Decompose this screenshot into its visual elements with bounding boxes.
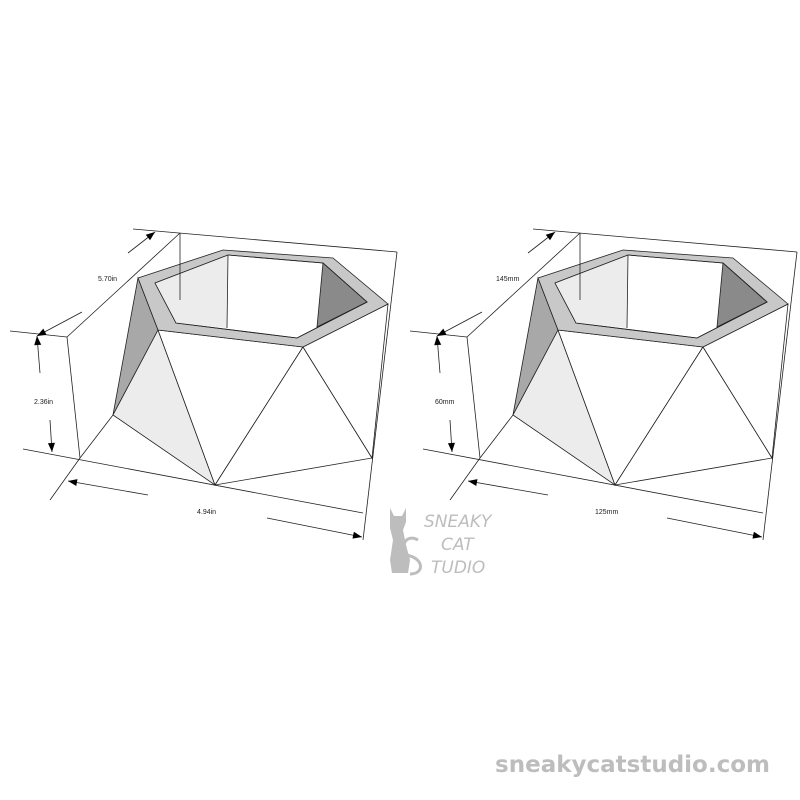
arrowhead-icon: [47, 442, 55, 452]
watermark-line-3: TUDIO: [431, 558, 485, 578]
arrowhead-icon: [37, 328, 47, 336]
watermark-logo: SNEAKY CAT TUDIO: [390, 508, 493, 578]
width-label: 125mm: [595, 509, 619, 516]
dimension-box-line: [422, 448, 764, 514]
inner-wall-left: [555, 255, 628, 328]
arrowhead-icon: [68, 479, 78, 486]
dimension-box-line: [66, 336, 81, 459]
planter-drawing-metric: 145mm 60mm 125mm: [409, 228, 798, 541]
watermark-line-1: SNEAKY: [424, 512, 493, 532]
arrowhead-icon: [434, 336, 442, 346]
dimension-box-line: [479, 414, 514, 459]
website-url[interactable]: sneakycatstudio.com: [495, 752, 770, 778]
depth-label: 5.70in: [98, 276, 117, 283]
inner-wall-left: [155, 255, 228, 328]
tail-swirl-icon: [402, 536, 422, 576]
dimension-box-line: [362, 251, 398, 541]
inner-edge: [626, 254, 629, 329]
arrowhead-icon: [145, 232, 155, 241]
width-label: 4.94in: [197, 509, 216, 516]
dimension-box-line: [466, 232, 581, 338]
arrowhead-icon: [447, 442, 455, 452]
inner-edge: [226, 254, 229, 329]
rim-inner-outline: [154, 254, 368, 339]
depth-label: 145mm: [496, 276, 520, 283]
cat-silhouette-icon: [390, 508, 410, 573]
planter-drawing-imperial: 5.70in 2.36in 4.94in: [9, 228, 398, 541]
dimension-box-line: [79, 414, 114, 459]
dimension-box-line: [66, 232, 181, 338]
dimension-box-line: [762, 251, 798, 541]
dimension-box-line: [532, 228, 798, 253]
dimension-box-line: [22, 448, 364, 514]
dimension-box-line: [49, 457, 81, 501]
dimension-box-line: [409, 330, 468, 338]
arrowhead-icon: [437, 328, 447, 336]
arrowhead-icon: [34, 336, 42, 346]
dimension-line: [666, 517, 763, 538]
height-label: 2.36in: [34, 399, 53, 406]
arrowhead-icon: [352, 531, 362, 539]
height-label: 60mm: [435, 399, 455, 406]
dimension-box-line: [132, 228, 398, 253]
arrowhead-icon: [752, 531, 762, 539]
dimension-box-line: [466, 336, 481, 459]
rim-inner-outline: [554, 254, 768, 339]
dimension-line: [266, 517, 363, 538]
dimension-box-line: [9, 330, 68, 338]
dimension-box-line: [449, 457, 481, 501]
arrowhead-icon: [468, 479, 478, 486]
watermark-line-2: CAT: [441, 535, 475, 555]
dimension-line: [467, 480, 549, 496]
dimension-line: [67, 480, 149, 496]
arrowhead-icon: [545, 232, 555, 241]
